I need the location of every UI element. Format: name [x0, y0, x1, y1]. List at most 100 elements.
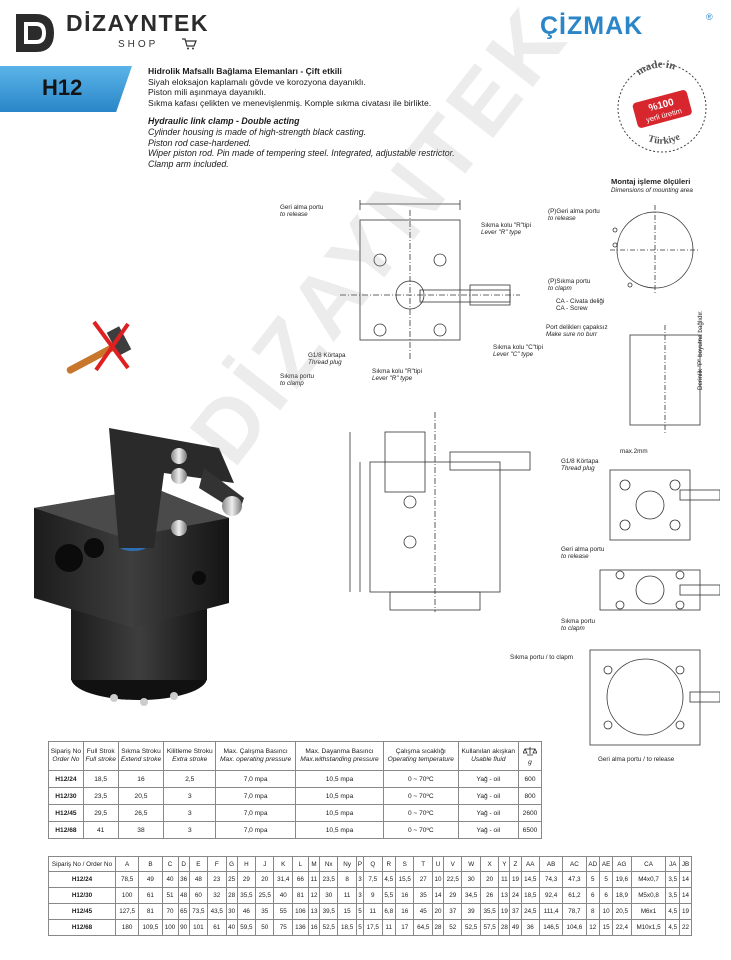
table-cell: 6	[599, 887, 614, 904]
header-text: Max. operating pressure	[220, 756, 292, 763]
table-cell: 10	[599, 903, 614, 920]
desc-en-line: Piston rod case-hardened.	[148, 137, 252, 148]
table-cell: 40	[225, 919, 238, 936]
table-cell: M10x1,5	[630, 919, 667, 936]
table-cell: 47,3	[562, 871, 587, 888]
scale-icon	[522, 746, 538, 755]
order-no-cell: H12/24	[48, 770, 84, 788]
desc-en-line: Cylinder housing is made of high-strengt…	[148, 126, 367, 137]
svg-text:made in: made in	[634, 58, 677, 78]
table-cell: 31,4	[273, 871, 293, 888]
label-text: Lever "C" type	[493, 351, 534, 359]
table-cell: 66	[291, 871, 309, 888]
table-cell: 18,5	[520, 887, 540, 904]
dimension-header: AA	[520, 856, 540, 872]
table-cell: 48	[177, 887, 190, 904]
dimension-header: JB	[679, 856, 692, 872]
dimension-header: JA	[665, 856, 681, 872]
dimension-header: R	[381, 856, 397, 872]
table-cell: 3	[163, 821, 217, 839]
table-cell: 20,5	[117, 787, 165, 805]
header-text: Operating temperature	[387, 756, 454, 763]
table-cell: 101	[188, 919, 209, 936]
table-cell: Yağ - oil	[457, 804, 520, 822]
dimension-header: C	[161, 856, 179, 872]
header-text: Usable fluid	[471, 756, 506, 763]
header-text: Kullanılan akışkan	[461, 748, 516, 755]
table-cell: 70	[161, 903, 179, 920]
table-cell: 13	[498, 887, 511, 904]
dimension-header: W	[461, 856, 481, 872]
label-text: Sıkma kolu "C"tipi	[493, 344, 543, 351]
header-text: Order No	[52, 756, 80, 763]
table-cell: 127,5	[114, 903, 140, 920]
table-cell: 14	[679, 887, 692, 904]
table-cell: 29	[443, 887, 463, 904]
table-cell: 29,5	[82, 804, 119, 822]
table-cell: 22,4	[612, 919, 632, 936]
table-cell: 14,5	[520, 871, 540, 888]
table-cell: 6,8	[381, 903, 397, 920]
header-text: Sıkma Stroku	[121, 748, 161, 755]
table-cell: 100	[161, 919, 179, 936]
description-turkish: Hidrolik Mafsallı Bağlama Elemanları - Ç…	[148, 66, 488, 108]
dimension-header: Z	[509, 856, 522, 872]
table-cell: 6	[585, 887, 601, 904]
table-cell: 12	[585, 919, 601, 936]
table-cell: 9	[363, 887, 383, 904]
table-cell: 10,5 mpa	[295, 770, 384, 788]
table-cell: 28	[225, 887, 238, 904]
header-text: Sipariş No	[50, 748, 82, 755]
table-cell: 15	[337, 903, 357, 920]
label-text: CA - Screw	[556, 305, 588, 313]
table-cell: 34,5	[461, 887, 481, 904]
spec-header-weight: g	[518, 741, 542, 771]
table-cell: 106	[291, 903, 309, 920]
table-cell: 3	[355, 871, 365, 888]
table-cell: 12	[307, 887, 321, 904]
shopping-cart-icon	[182, 38, 197, 50]
table-cell: 800	[518, 787, 542, 805]
table-cell: 4,5	[665, 903, 681, 920]
header-text: Max. Çalışma Basıncı	[223, 748, 288, 755]
table-cell: 5	[599, 871, 614, 888]
dimension-header: H	[236, 856, 257, 872]
dimension-header: F	[207, 856, 227, 872]
table-cell: 0 ~ 70ºC	[383, 770, 459, 788]
table-cell: 26,5	[117, 804, 165, 822]
table-cell: 3,5	[665, 871, 681, 888]
table-cell: 7,0 mpa	[215, 770, 297, 788]
dimension-header: Nx	[319, 856, 339, 872]
table-cell: 52,5	[461, 919, 481, 936]
label-text: (P)Geri alma portu	[548, 208, 600, 215]
dimension-header: S	[395, 856, 415, 872]
dimension-header: J	[255, 856, 275, 872]
table-cell: 61,2	[562, 887, 587, 904]
dimension-header: E	[188, 856, 209, 872]
table-cell: 15	[599, 919, 614, 936]
desc-tr-title: Hidrolik Mafsallı Bağlama Elemanları - Ç…	[148, 66, 342, 76]
dimension-header: Y	[498, 856, 511, 872]
label-text: Port deliklerı çapaksız	[546, 324, 608, 331]
table-cell: 22	[679, 919, 692, 936]
table-cell: 7,0 mpa	[215, 821, 297, 839]
model-tab	[0, 66, 132, 112]
table-cell: 100	[114, 887, 140, 904]
table-cell: 23	[207, 871, 227, 888]
table-cell: 78,7	[562, 903, 587, 920]
header-text: Full stroke	[85, 756, 116, 763]
table-cell: 104,6	[562, 919, 587, 936]
table-cell: 0 ~ 70ºC	[383, 804, 459, 822]
table-cell: 29	[236, 871, 257, 888]
